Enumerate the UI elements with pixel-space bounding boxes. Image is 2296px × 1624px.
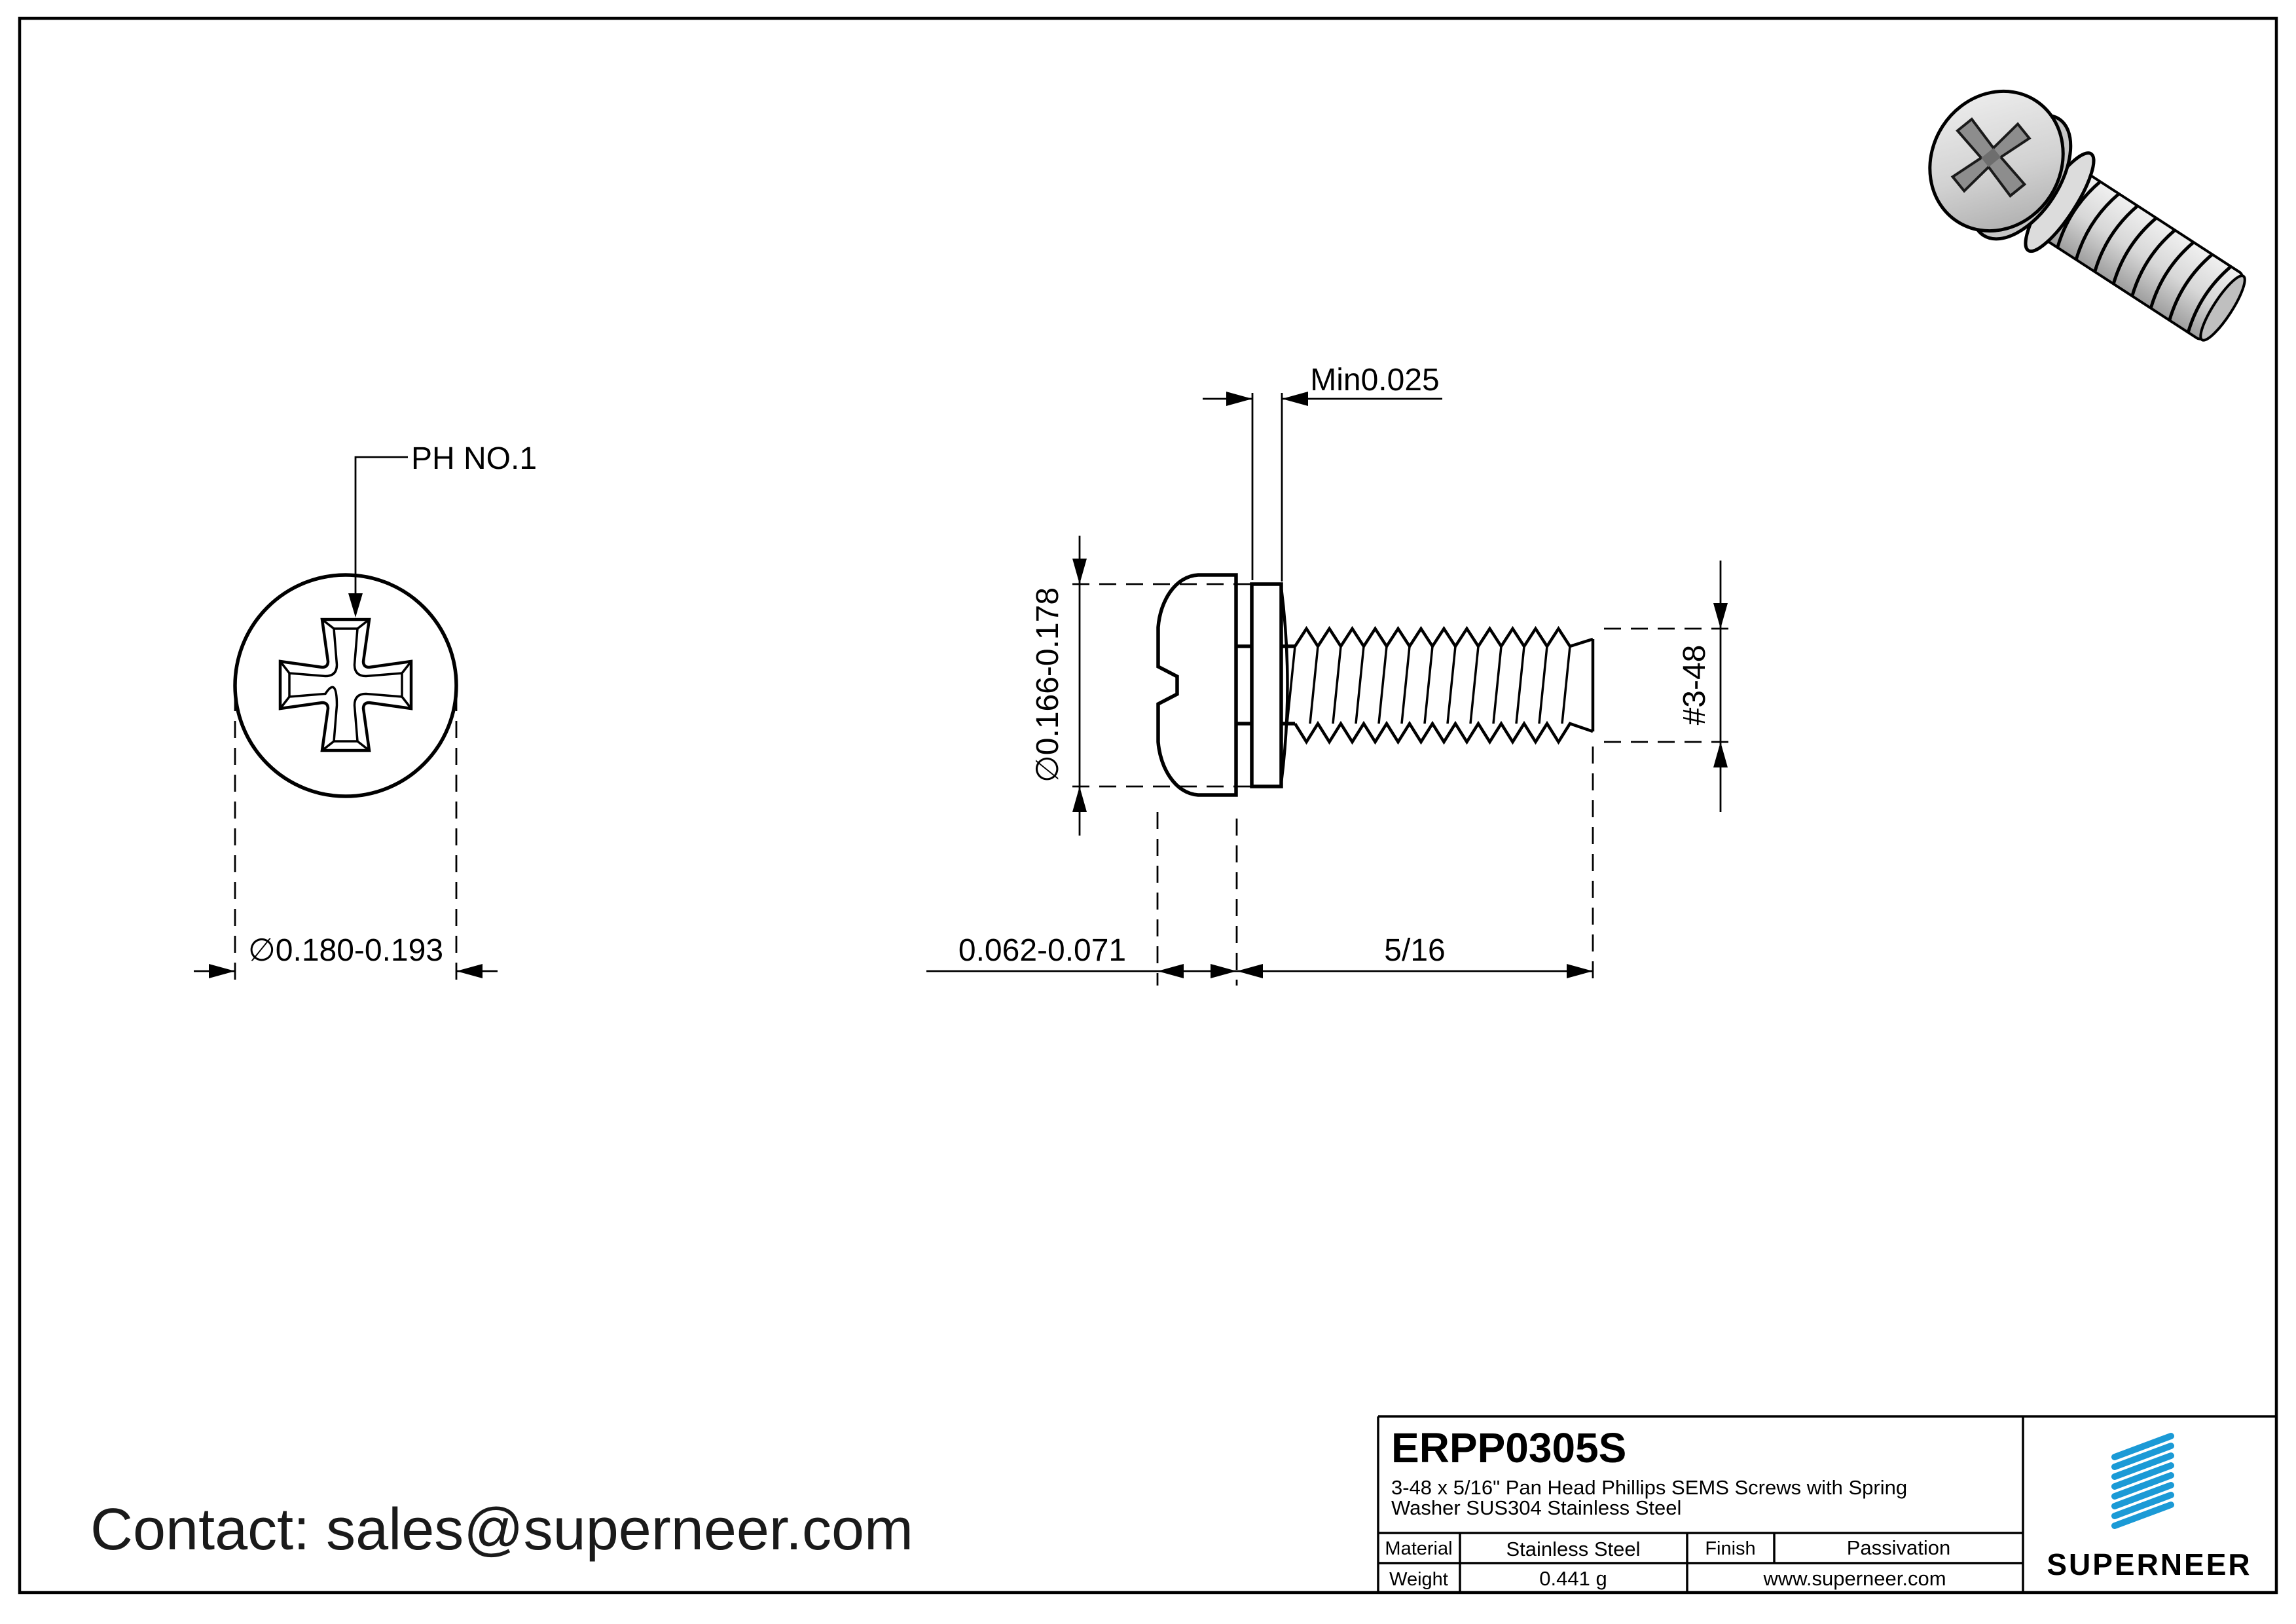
website-link[interactable]: www.superneer.com bbox=[1762, 1567, 1946, 1590]
head-top-view: PH NO.1 ∅0.180-0.193 bbox=[194, 441, 537, 986]
finish-value: Passivation bbox=[1847, 1536, 1951, 1559]
title-block: ERPP0305S 3-48 x 5/16" Pan Head Phillips… bbox=[1377, 1415, 2276, 1593]
brand-name: SUPERNEER bbox=[2047, 1547, 2251, 1581]
washer-od-dim: ∅0.166-0.178 bbox=[1030, 587, 1065, 783]
thread-profile bbox=[1286, 625, 1595, 745]
weight-value: 0.441 g bbox=[1539, 1567, 1607, 1590]
superneer-logo bbox=[2111, 1433, 2174, 1529]
weight-label: Weight bbox=[1389, 1569, 1448, 1590]
material-label: Material bbox=[1385, 1538, 1452, 1559]
description-line2: Washer SUS304 Stainless Steel bbox=[1391, 1496, 1681, 1519]
head-outline bbox=[233, 573, 458, 798]
phillips-3d-icon bbox=[1950, 117, 2032, 198]
callout-leader bbox=[354, 456, 408, 596]
head-extension-lines bbox=[234, 694, 458, 986]
washer-extension-lines bbox=[1251, 393, 1283, 581]
screw-3d-render bbox=[1928, 89, 2246, 342]
head-profile bbox=[1156, 573, 1238, 797]
contact-text: Contact: sales@superneer.com bbox=[90, 1497, 913, 1562]
material-value: Stainless Steel bbox=[1506, 1538, 1640, 1560]
finish-label: Finish bbox=[1705, 1538, 1755, 1559]
page-border bbox=[18, 16, 2278, 1595]
description-line1: 3-48 x 5/16" Pan Head Phillips SEMS Scre… bbox=[1391, 1476, 1907, 1499]
leader-arrow-icon bbox=[348, 593, 363, 618]
phillips-callout: PH NO.1 bbox=[411, 441, 537, 476]
spring-washer bbox=[1250, 582, 1283, 788]
part-number: ERPP0305S bbox=[1391, 1424, 1626, 1471]
thread-length-dim: 5/16 bbox=[1384, 933, 1445, 968]
washer-thickness-dim: Min0.025 bbox=[1310, 363, 1439, 397]
head-diameter-dim: ∅0.180-0.193 bbox=[248, 933, 443, 968]
head-height-dim: 0.062-0.071 bbox=[958, 933, 1126, 968]
thread-spec-dim: #3-48 bbox=[1677, 645, 1712, 726]
phillips-recess-icon bbox=[278, 618, 413, 752]
side-view: Min0.025 ∅0.166-0.178 #3-48 0.062-0.071 … bbox=[926, 363, 1734, 986]
